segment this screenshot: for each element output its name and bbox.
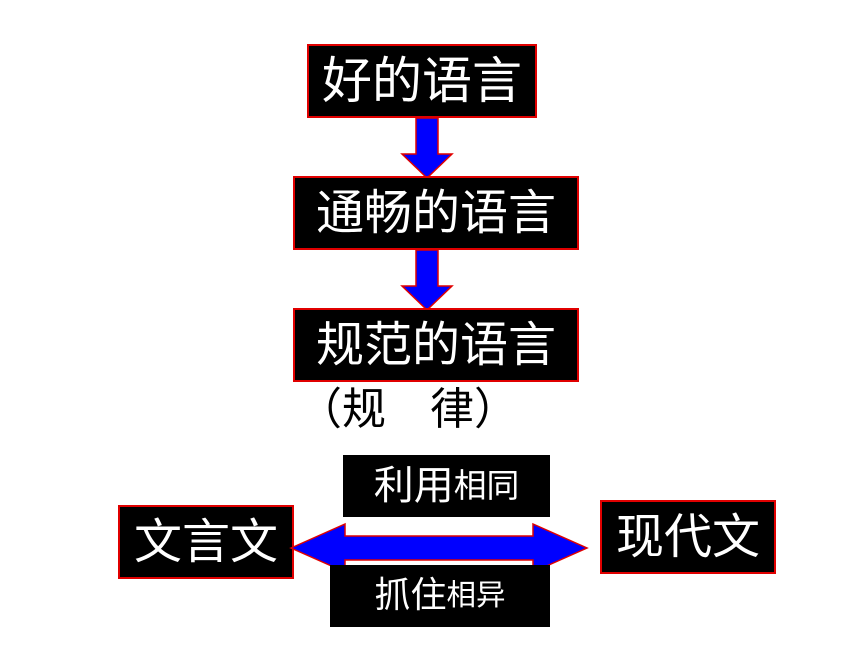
modern-chinese-label: 现代文 [615,509,760,565]
good-language-box: 好的语言 [307,44,537,118]
standard-language-label: 规范的语言 [315,317,556,373]
grasp-label-main: 抓住 [374,575,447,616]
good-language-label: 好的语言 [322,52,522,110]
modern-chinese-box: 现代文 [600,500,776,574]
double-arrow-icon [289,522,589,574]
fluent-language-box: 通畅的语言 [293,176,579,250]
rule-note: （规 律） [298,384,518,435]
classical-chinese-box: 文言文 [118,505,294,579]
standard-language-box: 规范的语言 [293,308,579,382]
down-arrow-icon [400,117,454,180]
grasp-differences-label: 抓住相异 [330,565,550,627]
fluent-language-label: 通畅的语言 [315,185,556,241]
down-arrow-icon [400,249,454,312]
grasp-label-sub: 相异 [446,578,506,613]
classical-chinese-label: 文言文 [133,514,278,570]
use-label-main: 利用 [373,463,454,509]
use-similarities-label: 利用相同 [343,455,550,517]
use-label-sub: 相同 [453,466,520,505]
